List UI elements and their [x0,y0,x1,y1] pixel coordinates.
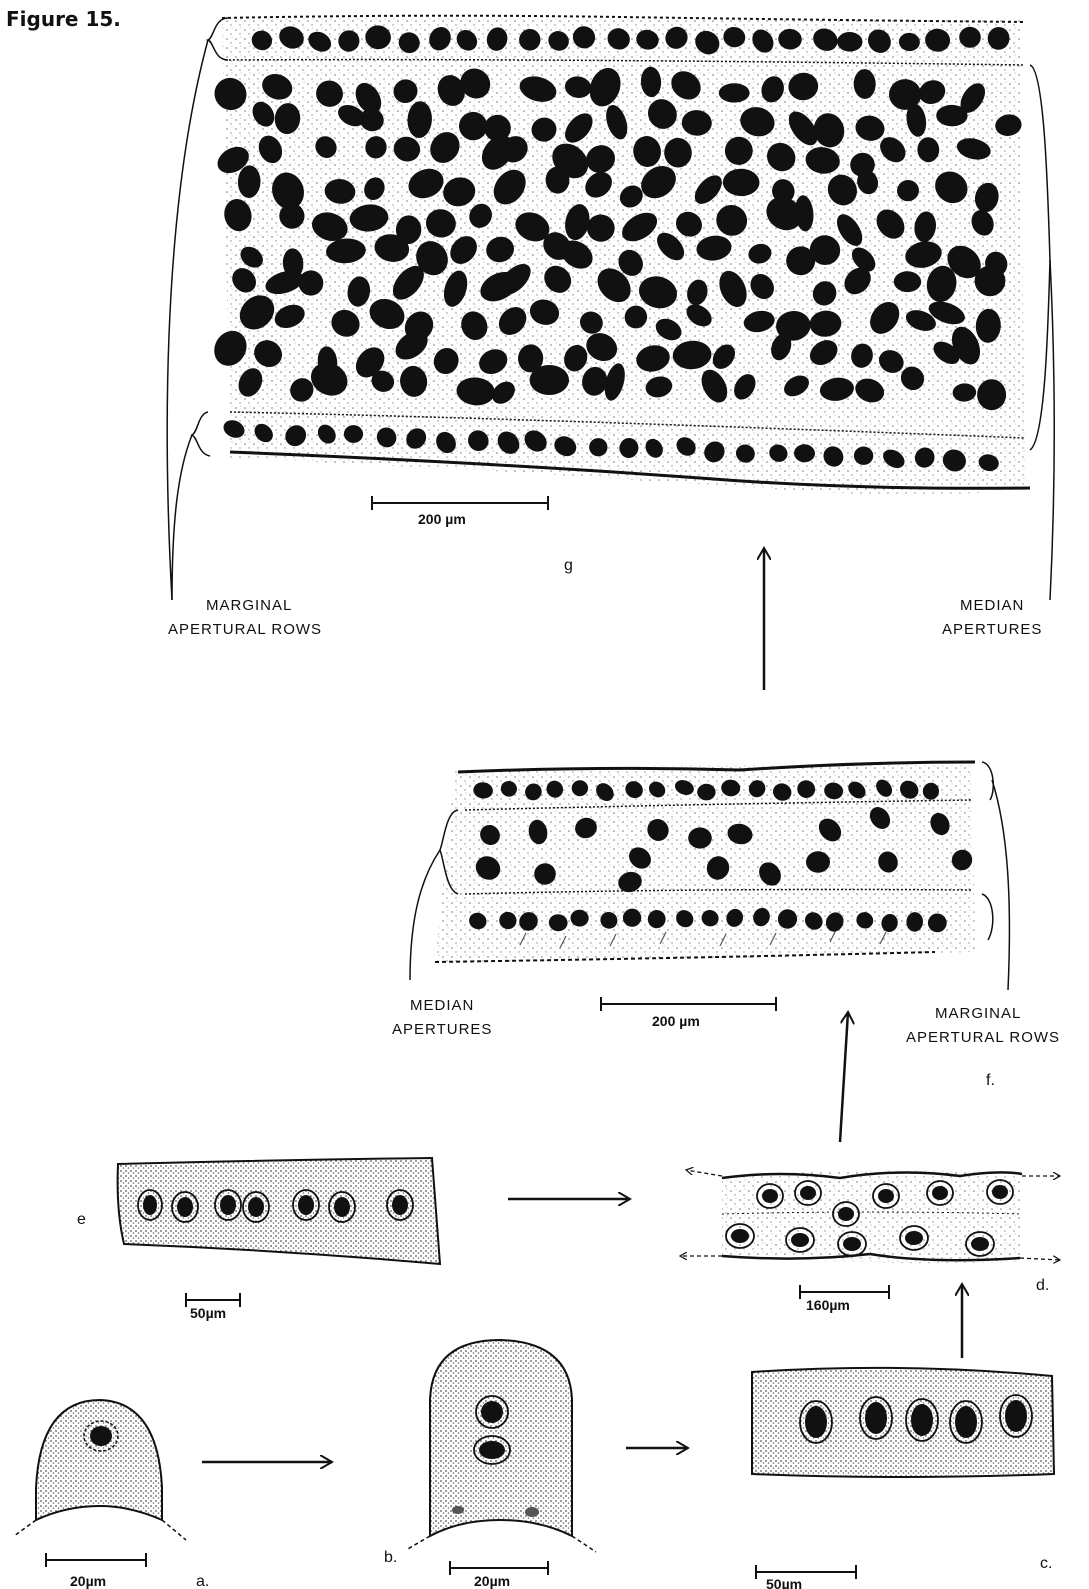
aperture-marginal-top [762,1189,778,1203]
panel-c-letter: c. [1040,1555,1052,1572]
panel-b: 20µm b. [384,1340,596,1589]
aperture-median [248,1197,264,1217]
panel-e: 50µm e [77,1158,440,1321]
panel-a-stem-right [162,1520,186,1540]
aperture-marginal-top [932,1186,948,1200]
aperture-median [479,1441,505,1459]
aperture-marginal-bottom [731,1229,749,1243]
panel-g-left-bracket-low [192,412,210,456]
aperture-median [865,1402,887,1434]
panel-b-stem-right [572,1536,596,1552]
aperture-median [1005,1400,1027,1432]
panel-g-right-label-line2: APERTURES [942,621,1042,638]
aperture-median [955,1406,977,1438]
panel-f: 200 µm f. MEDIAN APERTURES MARGINAL APER… [392,762,1060,1089]
panel-b-scale-label: 20µm [474,1573,510,1589]
panel-d-extend-bottom-right [1020,1258,1060,1260]
panel-f-right-label-line1: MARGINAL [935,1005,1021,1022]
aperture-marginal-top [878,1189,894,1203]
aperture-marginal-top [838,1207,854,1221]
panel-f-left-label-line1: MEDIAN [410,997,474,1014]
panel-f-scale-bar [601,997,776,1011]
aperture-median [220,1195,236,1215]
panel-g-right-callout [1050,260,1054,600]
aperture-marginal-top [800,1186,816,1200]
panel-g-left-callout-2 [172,435,192,600]
panel-e-letter: e [77,1211,86,1228]
aperture-median [719,83,750,102]
aperture-median [805,1406,827,1438]
panel-g-scale-label: 200 µm [418,511,466,527]
panel-a-letter: a. [196,1573,209,1589]
aperture-median [143,1195,157,1215]
panel-d-scale-label: 160µm [806,1297,850,1313]
aperture-marginal-bottom [905,1231,923,1245]
panel-d: 160µm d. [680,1170,1060,1313]
panel-a: 20µm a. [14,1400,209,1589]
panel-c: 50µm c. [752,1368,1054,1589]
panel-f-scale-label: 200 µm [652,1013,700,1029]
panel-c-scale-label: 50µm [766,1576,802,1589]
panel-d-letter: d. [1036,1277,1049,1294]
panel-g-left-label-line1: MARGINAL [206,597,292,614]
panel-f-right-label-line2: APERTURAL ROWS [906,1029,1060,1046]
aperture-median [298,1195,314,1215]
aperture-bud [525,1507,539,1517]
aperture-marginal-bottom [791,1233,809,1247]
aperture-median [688,827,712,848]
aperture-median [177,1197,193,1217]
aperture-marginal-bottom [843,1237,861,1251]
aperture-bud [452,1506,464,1514]
aperture-marginal-bottom [971,1237,989,1251]
panel-g-right-label-line1: MEDIAN [960,597,1024,614]
panel-f-left-label-line2: APERTURES [392,1021,492,1038]
panel-b-letter: b. [384,1549,397,1566]
panel-a-body [36,1400,162,1520]
aperture-median [334,1197,350,1217]
panel-g: 200 µm g MARGINAL APERTURAL ROWS MEDIAN … [167,16,1054,638]
figure-title: Figure 15. [6,7,121,31]
panel-a-scale-bar [46,1553,146,1567]
aperture-median [392,1195,408,1215]
aperture-median [977,379,1006,410]
panel-a-scale-label: 20µm [70,1573,106,1589]
panel-a-stem-left [14,1520,36,1536]
aperture-median [481,1401,503,1423]
panel-e-body [118,1158,440,1264]
panel-e-scale-label: 50µm [190,1305,226,1321]
panel-f-right-bracket-low [982,894,993,940]
arrow-d-to-f [840,1012,848,1142]
aperture-marginal-top [992,1185,1008,1199]
panel-d-extend-top-left [686,1170,722,1176]
panel-g-right-bracket [1030,65,1050,450]
panel-f-right-callout [992,780,1009,990]
panel-a-aperture [90,1426,112,1446]
panel-b-stem-left [406,1536,430,1550]
panel-g-left-callout [167,40,208,600]
panel-g-letter: g [564,557,573,574]
aperture-median [911,1404,933,1436]
panel-g-left-label-line2: APERTURAL ROWS [168,621,322,638]
panel-f-letter: f. [986,1072,995,1089]
aperture-median [530,365,569,395]
panel-g-scale-bar [372,496,548,510]
